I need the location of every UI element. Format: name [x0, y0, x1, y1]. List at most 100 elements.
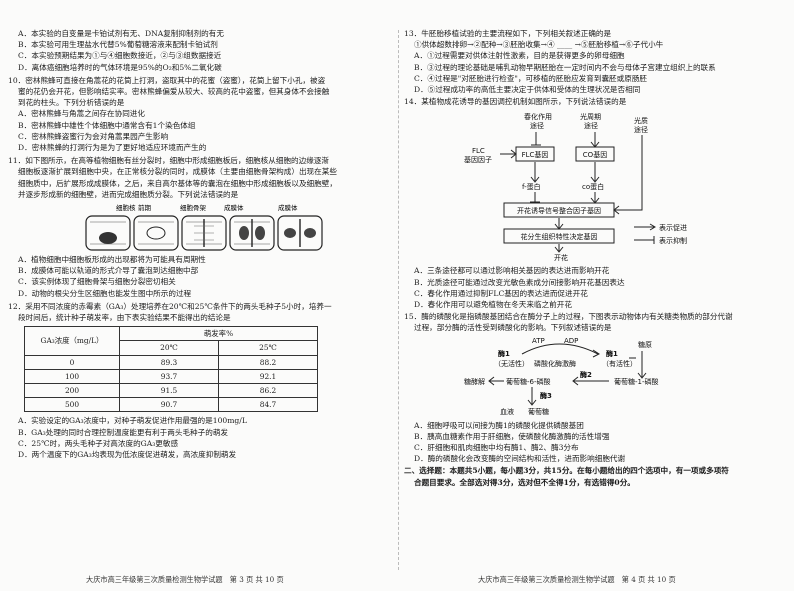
q15-stem-1: 15．酶的磷酸化是指磷酸基团结合在酶分子上的过程，下图表示动物体内有关糖类物质的… — [404, 312, 733, 322]
diag-glucose: 葡萄糖 — [528, 407, 549, 416]
section-2-header: 二、选择题：本题共5小题，每小题3分，共15分。在每小题给出的四个选项中，有一项… — [404, 465, 788, 487]
q10-stem-1: 10．密林熊蜂可直接在角蒿花的花筒上打洞，盗取其中的花蜜（盗蜜），花筒上留下小孔… — [8, 75, 326, 85]
table-row: 500 90.7 84.7 — [24, 397, 318, 413]
diag-enz1-active-2: （有活性） — [602, 359, 637, 368]
question-11: 11．如下图所示，在高等植物细胞有丝分裂时，细胞中形成细胞板后，细胞核从细胞的边… — [8, 155, 396, 299]
question-12: 12．采用不同浓度的赤霉素（GA₃）处理培养在20℃和25℃条件下的两头毛种子5… — [8, 301, 396, 460]
fig-label-prophase: 前期 — [138, 203, 152, 212]
table-cell: 88.2 — [218, 354, 318, 370]
diag-co-gene: CO基因 — [583, 150, 607, 159]
table-cell: 90.7 — [119, 397, 219, 413]
q10-option-c: C．密林熊蜂盗蜜行为会对角蒿果园产生影响 — [18, 131, 169, 141]
diag-vern-label-2: 途径 — [530, 121, 544, 130]
left-page: A．本实验的自变量是卡铂试剂有无、DNA复制抑制剂的有无 B．本实验可用生理盐水… — [8, 0, 396, 591]
q11-option-a: A．植物细胞中细胞板形成的出现都将为可能具有周期性 — [18, 255, 206, 265]
table-cell: 84.7 — [218, 397, 318, 413]
diag-enz3: 酶3 — [540, 391, 552, 400]
right-page: 13．牛胚胎移植试验的主要流程如下，下列相关叙述正确的是 ①供体超数排卵→②配种… — [404, 0, 788, 591]
fig-label-cytoskeleton: 细胞骨架 — [180, 203, 207, 212]
question-13: 13．牛胚胎移植试验的主要流程如下，下列相关叙述正确的是 ①供体超数排卵→②配种… — [404, 28, 788, 95]
q11-cell-figure: 细胞核 前期 细胞骨架 成膜体 成膜体 — [84, 202, 324, 252]
section-2-line-1: 二、选择题：本题共5小题，每小题3分，共15分。在每小题给出的四个选项中，有一项… — [404, 466, 729, 476]
diag-flc-factor-2: 基因因子 — [464, 155, 492, 164]
diag-kinase: 磷酸化酶激酶 — [534, 359, 576, 368]
q14-option-d: D．春化作用可以避免植物在冬天来临之前开花 — [414, 300, 572, 310]
diag-photo-label-2: 途径 — [584, 121, 598, 130]
q14-option-b: B．光质途径可能通过改变光敏色素成分间接影响开花基因表达 — [414, 277, 625, 287]
diag-g6p: 葡萄糖-6-磷酸 — [506, 377, 551, 386]
q11-stem-4: 并逐步形成新的细胞壁，进而完成细胞质分裂。下列说法错误的是 — [18, 189, 239, 199]
table-cell: 500 — [24, 397, 120, 413]
table-subheader-25: 25℃ — [218, 340, 318, 356]
diag-vern-label: 春化作用 — [524, 112, 552, 121]
q9-options: A．本实验的自变量是卡铂试剂有无、DNA复制抑制剂的有无 B．本实验可用生理盐水… — [8, 28, 396, 73]
q15-option-a: A．细胞呼吸可以间接为酶1的磷酸化提供磷酸基团 — [414, 420, 584, 430]
cell-division-diagram: 细胞核 前期 细胞骨架 成膜体 成膜体 — [85, 203, 323, 251]
glycogen-metabolism-diagram: ATP ADP 糖原 酶1 （无活性） 磷酸化酶激酶 酶1 （有活性） 糖酵解 … — [464, 337, 659, 416]
table-cell: 92.1 — [218, 368, 318, 385]
q13-option-a: A．①过程需要对供体注射性激素，目的是获得更多的卵母细胞 — [414, 51, 625, 61]
diag-meristem-gene: 花分生组织特性决定基因 — [521, 232, 598, 241]
diag-atp: ATP — [532, 337, 545, 345]
diag-blood: 血液 — [500, 407, 514, 416]
table-row: 100 93.7 92.1 — [24, 368, 318, 385]
q9-option-a: A．本实验的自变量是卡铂试剂有无、DNA复制抑制剂的有无 — [18, 29, 224, 38]
q13-stem-1: 13．牛胚胎移植试验的主要流程如下，下列相关叙述正确的是 — [404, 29, 612, 38]
question-14: 14．某植物成花诱导的基因调控机制如图所示，下列说法错误的是 春化作用 途径 光… — [404, 96, 788, 310]
q11-option-c: C．该实例体现了细胞骨架与细胞分裂密切相关 — [18, 277, 176, 287]
fig-label-phragmoplast-1: 成膜体 — [224, 203, 244, 212]
q11-stem-3: 细胞质中，后扩展形成成膜体，之后，来自高尔基体等的囊泡在细胞中形成细胞板以及细胞… — [18, 178, 337, 188]
q11-stem-1: 11．如下图所示，在高等植物细胞有丝分裂时，细胞中形成细胞板后，细胞核从细胞的边… — [8, 156, 330, 166]
q11-stem-2: 细胞板逐渐扩展到细胞中央，在正常核分裂的同时，成膜体（主要由细胞骨架构成）出现在… — [18, 167, 337, 177]
q10-option-b: B．密林熊蜂中雄性个体细胞中通常含有1个染色体组 — [18, 120, 196, 130]
table-row: 200 91.5 86.2 — [24, 383, 318, 399]
table-cell: 0 — [24, 354, 120, 370]
q9-option-d: D．离体癌细胞培养时的气体环境是95%的O₂和5%二氧化碳 — [18, 62, 222, 72]
diag-integrator-gene: 开花诱导信号整合因子基因 — [517, 206, 601, 215]
fig-label-phragmoplast-2: 成膜体 — [278, 203, 298, 212]
q9-option-c: C．本实验预期结果为①与④细胞数接近，②与③组数据接近 — [18, 51, 222, 61]
diag-glycogen: 糖原 — [638, 340, 652, 349]
diag-enz1-active: 酶1 — [606, 349, 618, 358]
diag-enz2: 酶2 — [580, 370, 592, 379]
right-page-footer: 大庆市高三年级第三次质量检测生物学试题 第 4 页 共 10 页 — [478, 574, 676, 584]
diag-flc-factor: FLC — [472, 147, 485, 155]
diag-light-label-2: 途径 — [634, 125, 648, 134]
table-cell: 91.5 — [119, 383, 219, 399]
diag-legend-promote: 表示促进 — [659, 223, 687, 232]
table-subheader-20: 20℃ — [119, 340, 219, 356]
diag-light-label: 光质 — [634, 116, 648, 125]
q11-option-d: D．动物的根尖分生区细胞也能发生图中所示的过程 — [18, 288, 192, 298]
table-col-header-conc: GA₃浓度（mg/L） — [24, 326, 120, 356]
q12-option-b: B．GA₃处理的同时合理控制温度能更有利于两头毛种子的萌发 — [18, 427, 229, 437]
q15-option-c: C．肝细胞和肌肉细胞中均有酶1、酶2、酶3分布 — [414, 443, 579, 453]
diag-adp: ADP — [564, 337, 578, 345]
q10-option-d: D．密林熊蜂的打洞行为是为了更好地适应环境而产生的 — [18, 143, 207, 153]
table-cell: 89.3 — [119, 354, 219, 370]
page-divider — [398, 30, 399, 570]
q11-option-b: B．成膜体可能以轨道的形式介导了囊泡到达细胞中部 — [18, 266, 199, 276]
q14-stem: 14．某植物成花诱导的基因调控机制如图所示，下列说法错误的是 — [404, 97, 627, 107]
q10-stem-3: 到花的柱头。下列分析错误的是 — [18, 98, 125, 108]
table-cell: 200 — [24, 383, 120, 399]
table-group-header: 萌发率% — [119, 326, 318, 342]
diag-co-protein: co蛋白 — [582, 182, 604, 191]
q13-option-c: C．④过程是"对胚胎进行检查"，可移植的胚胎应发育到囊胚或原肠胚 — [414, 73, 648, 83]
q14-option-a: A．三条途径都可以通过影响相关基因的表达进而影响开花 — [414, 266, 610, 276]
q13-option-d: D．⑤过程成功率的高低主要决定于供体和受体的生理状况是否相同 — [414, 85, 641, 95]
q12-stem-2: 段时间后，统计种子萌发率，由下表实验结果不能得出的结论是 — [18, 313, 231, 323]
table-cell: 86.2 — [218, 383, 318, 399]
q12-stem-1: 12．采用不同浓度的赤霉素（GA₃）处理培养在20℃和25℃条件下的两头毛种子5… — [8, 301, 332, 311]
left-page-footer: 大庆市高三年级第三次质量检测生物学试题 第 3 页 共 10 页 — [86, 574, 284, 584]
q13-option-b: B．③过程的理论基础是哺乳动物早期胚胎在一定时间内不会与母体子宫建立组织上的联系 — [414, 62, 716, 72]
diag-photo-label: 光周期 — [580, 112, 601, 121]
q15-option-b: B．胰高血糖素作用于肝细胞，使磷酸化酶激酶的活性增强 — [414, 431, 610, 441]
q15-stem-2: 过程，部分酶的活性受到磷酸化的影响。下列叙述错误的是 — [414, 323, 612, 333]
q12-option-a: A．实验设定的GA₃浓度中，对种子萌发促进作用最强的是100mg/L — [18, 416, 247, 426]
diag-g1p: 葡萄糖-1-磷酸 — [614, 377, 659, 386]
nucleus-shape — [99, 232, 117, 245]
table-row: 0 89.3 88.2 — [24, 354, 318, 370]
q9-option-b: B．本实验可用生理盐水代替5%葡萄糖溶液来配制卡铂试剂 — [18, 40, 218, 50]
section-2-line-2: 合题目要求。全部选对得3分，选对但不全得1分，有选错得0分。 — [414, 477, 635, 487]
diag-glycolysis: 糖酵解 — [464, 377, 485, 386]
